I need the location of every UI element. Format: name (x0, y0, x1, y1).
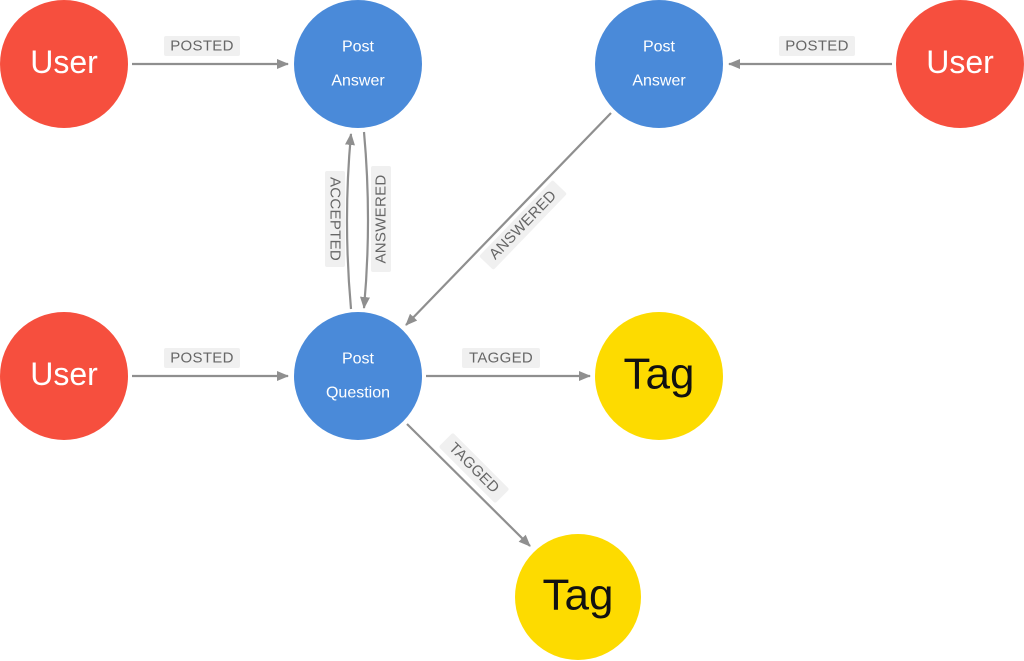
edge-posted-user-to-question[interactable]: POSTED (132, 348, 289, 381)
node-label-question: Question (326, 385, 390, 402)
node-label-post: Post (342, 351, 375, 368)
node-label-tag: Tag (543, 571, 614, 620)
node-post-answer-left[interactable]: Post Answer (294, 0, 422, 128)
edge-posted-user-to-answer-right[interactable]: POSTED (728, 36, 892, 69)
edge-label-answered: ANSWERED (486, 187, 560, 263)
edge-posted-user-to-answer-left[interactable]: POSTED (132, 36, 289, 69)
edge-label-tagged: TAGGED (445, 439, 502, 496)
edge-label-posted: POSTED (170, 350, 233, 367)
node-label-answer: Answer (632, 73, 686, 90)
node-post-question[interactable]: Post Question (294, 312, 422, 440)
node-label-post: Post (342, 39, 375, 56)
node-user-top-right[interactable]: User (896, 0, 1024, 128)
node-post-answer-right[interactable]: Post Answer (595, 0, 723, 128)
edge-label-posted: POSTED (170, 38, 233, 55)
edge-label-answered: ANSWERED (373, 174, 390, 263)
edge-label-tagged: TAGGED (469, 350, 533, 367)
edge-answered-answer-left-to-question[interactable]: ANSWERED (360, 131, 391, 309)
node-tag-bottom[interactable]: Tag (515, 534, 641, 660)
edge-accepted-question-to-answer[interactable]: ACCEPTED (325, 133, 355, 310)
node-label-tag: Tag (624, 350, 695, 399)
node-tag-right[interactable]: Tag (595, 312, 723, 440)
node-label-user: User (30, 356, 98, 392)
node-label-user: User (30, 44, 98, 80)
node-user-mid-left[interactable]: User (0, 312, 128, 440)
edge-answered-answer-right-to-question[interactable]: ANSWERED (405, 112, 612, 326)
edge-label-accepted: ACCEPTED (327, 177, 344, 261)
node-label-post: Post (643, 39, 676, 56)
edge-label-posted: POSTED (785, 38, 848, 55)
node-label-user: User (926, 44, 994, 80)
node-label-answer: Answer (331, 73, 385, 90)
node-user-top-left[interactable]: User (0, 0, 128, 128)
edge-tagged-question-to-tag-bottom[interactable]: TAGGED (406, 423, 531, 547)
edge-tagged-question-to-tag-right[interactable]: TAGGED (426, 348, 591, 381)
